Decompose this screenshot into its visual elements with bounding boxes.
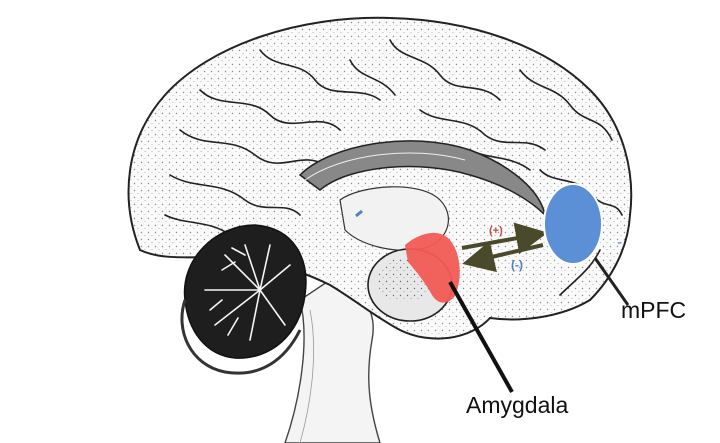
connection-arrows [461, 222, 548, 273]
cerebellum-illustration [180, 224, 307, 375]
mpfc-dash-mark: - [617, 234, 622, 251]
mpfc-label: mPFC [621, 297, 687, 323]
excitatory-label: (+) [489, 225, 503, 237]
amygdala-region [405, 232, 460, 303]
amygdala-label: Amygdala [466, 392, 569, 418]
mpfc-pointer-line [593, 257, 630, 306]
inhibitory-label: (-) [511, 258, 523, 272]
mpfc-region [543, 183, 603, 265]
amygdala-pointer-line [448, 281, 514, 393]
